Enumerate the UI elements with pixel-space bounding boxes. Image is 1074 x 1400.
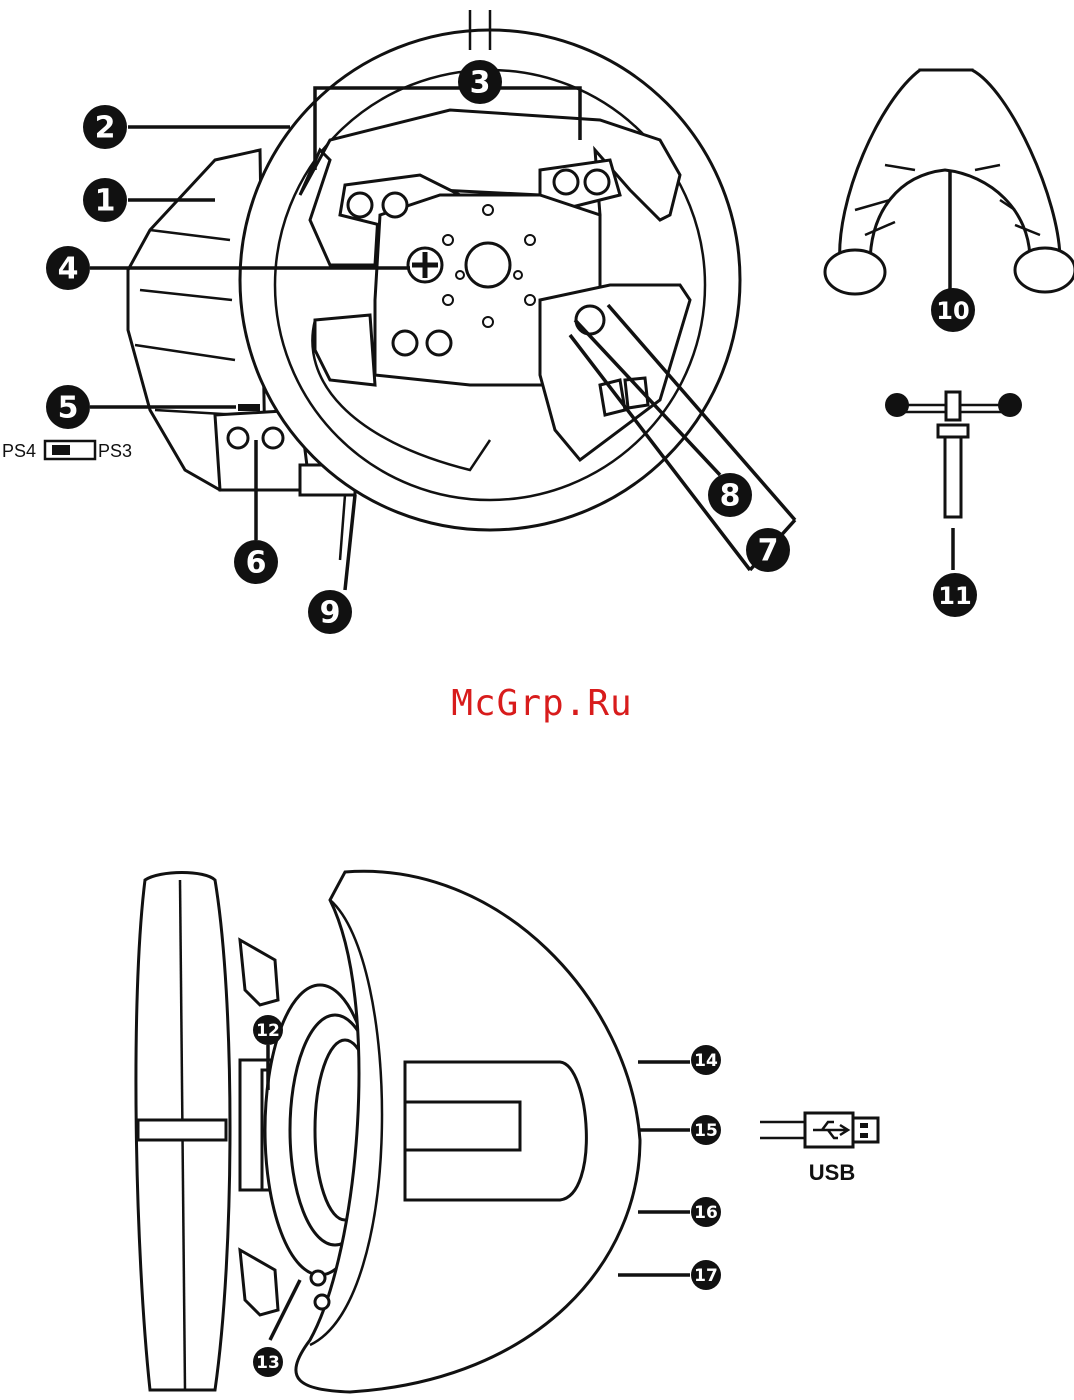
switch-ps3-label: PS3: [98, 441, 132, 461]
clamp-part-10: [825, 70, 1074, 294]
callout-17: 17: [691, 1260, 721, 1290]
ps-mode-switch: PS4 PS3: [2, 441, 132, 461]
callout-14: 14: [691, 1045, 721, 1075]
wheel-side-view: [136, 871, 640, 1392]
callout-8: 8: [708, 473, 752, 517]
svg-text:4: 4: [58, 252, 79, 287]
svg-text:7: 7: [758, 534, 779, 569]
callout-15: 15: [691, 1115, 721, 1145]
callout-3: 3: [458, 60, 502, 104]
svg-text:15: 15: [694, 1121, 718, 1141]
svg-text:13: 13: [256, 1353, 280, 1373]
callout-10: 10: [931, 288, 975, 332]
callout-9: 9: [308, 590, 352, 634]
svg-text:5: 5: [58, 391, 79, 426]
svg-text:9: 9: [320, 596, 341, 631]
svg-text:8: 8: [720, 479, 741, 514]
svg-text:2: 2: [95, 111, 116, 146]
callout-4: 4: [46, 246, 90, 290]
callout-16: 16: [691, 1197, 721, 1227]
usb-label: USB: [809, 1160, 855, 1185]
svg-text:6: 6: [246, 546, 267, 581]
screw-part-11: [885, 392, 1022, 570]
callout-7: 7: [746, 528, 790, 572]
wheel-front-view: [128, 10, 740, 560]
callout-13: 13: [253, 1347, 283, 1377]
callout-1: 1: [83, 178, 127, 222]
switch-ps4-label: PS4: [2, 441, 36, 461]
svg-text:11: 11: [938, 582, 971, 610]
callout-2: 2: [83, 105, 127, 149]
callout-5: 5: [46, 385, 90, 429]
svg-text:1: 1: [95, 184, 116, 219]
callout-11: 11: [933, 573, 977, 617]
svg-text:10: 10: [936, 297, 969, 325]
svg-text:14: 14: [694, 1051, 718, 1071]
svg-text:17: 17: [694, 1266, 718, 1286]
usb-connector-icon: USB: [760, 1113, 878, 1185]
svg-text:3: 3: [470, 66, 491, 101]
dpad-icon: [408, 248, 442, 282]
callout-12: 12: [253, 1015, 283, 1045]
watermark-text: McGrp.Ru: [451, 683, 632, 724]
svg-text:16: 16: [694, 1203, 718, 1223]
svg-text:12: 12: [256, 1021, 280, 1041]
callout-6: 6: [234, 540, 278, 584]
